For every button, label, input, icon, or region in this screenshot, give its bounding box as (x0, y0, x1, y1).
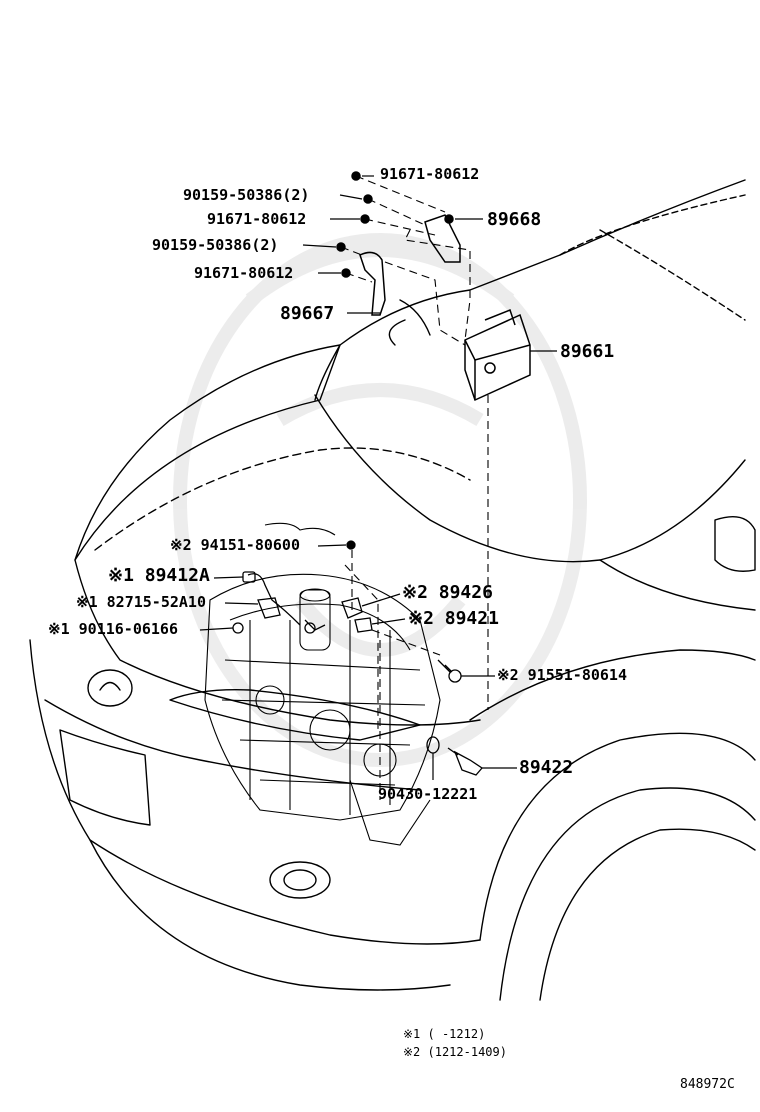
part-label-89421[interactable]: ※2 89421 (408, 608, 499, 629)
nut-94151 (346, 540, 356, 550)
side-mirror (714, 516, 756, 572)
figure-code: 848972C (680, 1077, 735, 1092)
part-label-89426[interactable]: ※2 89426 (402, 582, 493, 603)
sensor-89421 (354, 617, 373, 633)
assembly-lines (340, 175, 489, 800)
fender (469, 649, 756, 721)
hood-outline (74, 344, 341, 561)
bracket-89668 (424, 214, 461, 263)
part-label-89661[interactable]: 89661 (560, 341, 615, 362)
hood-front-edge (74, 559, 481, 726)
tire (499, 787, 756, 1001)
part-label-89667[interactable]: 89667 (280, 303, 335, 324)
part-label-91671-mid[interactable]: 91671-80612 (207, 210, 307, 228)
footnote-1: ※1 ( -1212) (403, 1027, 486, 1041)
grille (59, 729, 151, 826)
a-pillar (314, 344, 341, 401)
part-label-90430[interactable]: 90430-12221 (378, 785, 478, 803)
part-label-90159-low[interactable]: 90159-50386(2) (152, 236, 279, 254)
headlight (169, 689, 421, 741)
wheel-arch (479, 732, 756, 941)
hood-crease (94, 447, 471, 551)
sensor-89426 (341, 597, 363, 619)
bracket-82715 (257, 597, 281, 619)
ecu-89661 (464, 313, 531, 402)
part-label-90159-top[interactable]: 90159-50386(2) (183, 186, 310, 204)
front-fascia (44, 699, 421, 791)
sensor-89422 (453, 750, 483, 776)
toyota-emblem (87, 669, 133, 707)
bolt-91551 (437, 659, 453, 673)
bumper-lower (89, 839, 451, 991)
engine-assembly (204, 522, 441, 846)
sensor-89412a (247, 573, 301, 626)
part-label-91671-top[interactable]: 91671-80612 (380, 165, 480, 183)
windshield-outline (339, 179, 746, 346)
part-label-91551[interactable]: ※2 91551-80614 (497, 666, 627, 684)
windshield-lower-edge (314, 394, 746, 563)
part-label-82715[interactable]: ※1 82715-52A10 (76, 593, 206, 611)
part-label-89422[interactable]: 89422 (519, 757, 574, 778)
part-label-94151[interactable]: ※2 94151-80600 (170, 536, 300, 554)
part-label-91671-low[interactable]: 91671-80612 (194, 264, 294, 282)
bumper-outline (29, 639, 481, 945)
part-label-89668[interactable]: 89668 (487, 209, 542, 230)
footnote-2: ※2 (1212-1409) (403, 1045, 507, 1059)
part-label-90116[interactable]: ※1 90116-06166 (48, 620, 178, 638)
part-label-89412a[interactable]: ※1 89412A (108, 565, 210, 586)
roof-inner-line (599, 229, 746, 321)
fog-lamp (269, 861, 331, 899)
bolt-90116 (232, 622, 244, 634)
ecu-group (336, 171, 531, 402)
bracket-89667 (359, 251, 386, 316)
roof-line (559, 194, 746, 256)
